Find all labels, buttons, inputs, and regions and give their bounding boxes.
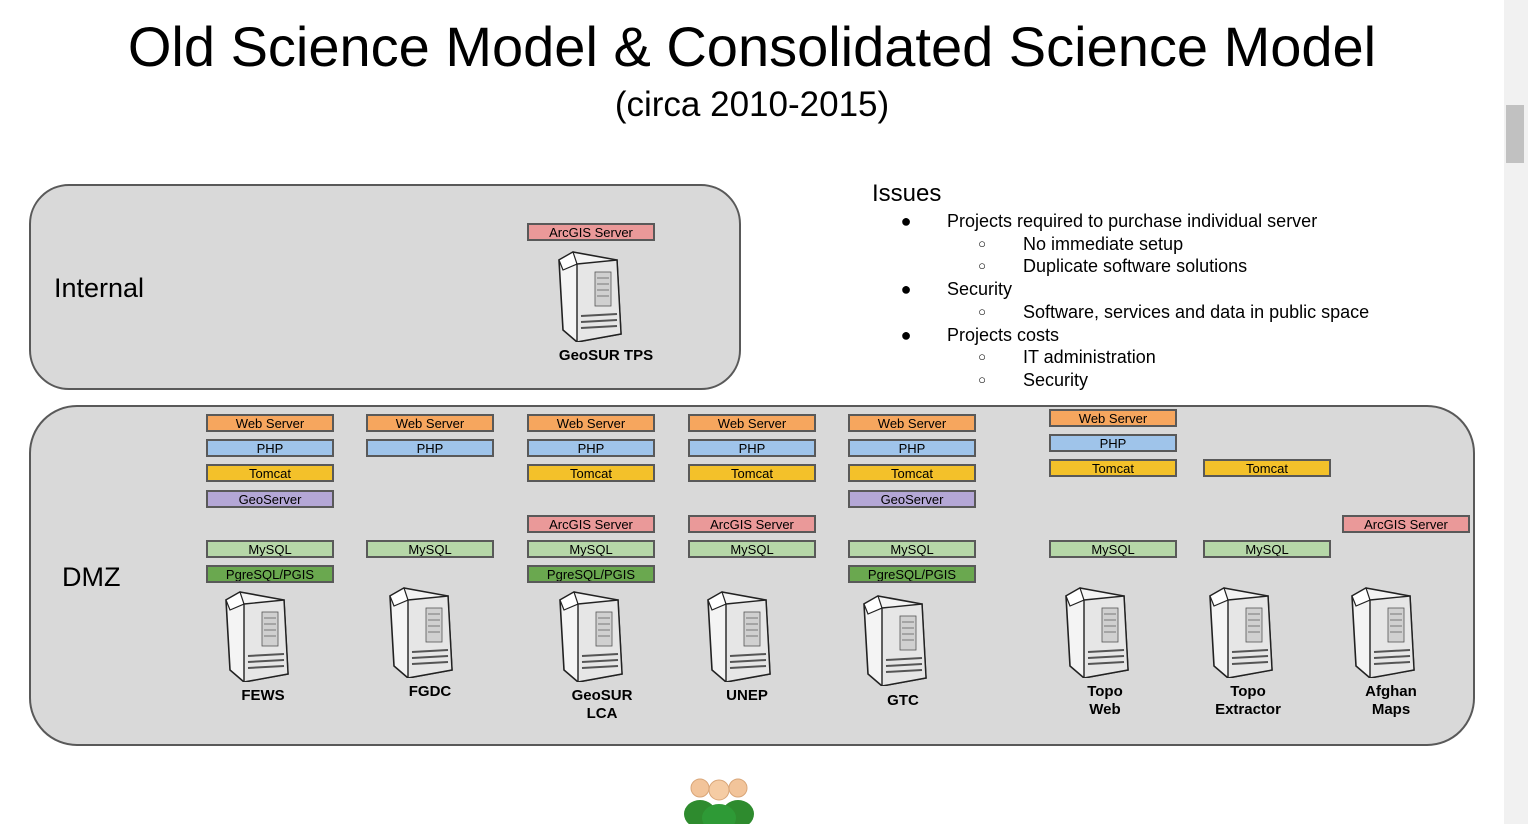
- php-tag: PHP: [1049, 434, 1177, 452]
- issues-list: Issues ● Projects required to purchase in…: [872, 180, 1472, 390]
- issue-item: Security: [1023, 369, 1089, 390]
- server-label: FEWS: [241, 687, 285, 704]
- page-title: Old Science Model & Consolidated Science…: [127, 15, 1377, 78]
- server-tower-icon: [1208, 586, 1278, 683]
- mysql-tag: MySQL: [1203, 540, 1331, 558]
- bullet-circle-icon: ○: [978, 303, 986, 319]
- scrollbar-thumb[interactable]: [1506, 105, 1524, 163]
- server-label: Topo Extractor: [1215, 683, 1281, 718]
- arcgis-server-tag: ArcGIS Server: [527, 515, 655, 533]
- pgresql-pgis-tag: PgreSQL/PGIS: [527, 565, 655, 583]
- people-group-icon: [684, 778, 754, 824]
- web-server-tag: Web Server: [527, 414, 655, 432]
- internal-zone-label: Internal: [54, 273, 145, 303]
- web-server-tag: Web Server: [848, 414, 976, 432]
- tomcat-tag: Tomcat: [688, 464, 816, 482]
- php-tag: PHP: [848, 439, 976, 457]
- server-tower-icon: [862, 594, 932, 691]
- php-tag: PHP: [688, 439, 816, 457]
- issue-item: Projects required to purchase individual…: [947, 211, 1318, 231]
- geoserver-tag: GeoServer: [848, 490, 976, 508]
- mysql-tag: MySQL: [366, 540, 494, 558]
- server-tower-icon: [1350, 586, 1420, 683]
- arcgis-server-tag: ArcGIS Server: [527, 223, 655, 241]
- php-tag: PHP: [527, 439, 655, 457]
- geoserver-tag: GeoServer: [206, 490, 334, 508]
- server-label: Afghan Maps: [1365, 683, 1417, 718]
- issue-item: Duplicate software solutions: [1023, 256, 1248, 277]
- arcgis-server-tag: ArcGIS Server: [688, 515, 816, 533]
- server-tower-icon: [388, 586, 458, 683]
- server-tower-icon: [224, 590, 294, 687]
- tomcat-tag: Tomcat: [1049, 459, 1177, 477]
- tomcat-tag: Tomcat: [1203, 459, 1331, 477]
- server-tower-icon: [706, 590, 776, 687]
- server-label: UNEP: [726, 687, 768, 704]
- php-tag: PHP: [366, 439, 494, 457]
- bullet-disc-icon: ●: [900, 324, 912, 345]
- server-label: FGDC: [408, 683, 452, 700]
- internal-zone: [29, 184, 741, 390]
- dmz-zone-label: DMZ: [62, 562, 121, 592]
- server-tower-icon: [1064, 586, 1134, 683]
- issue-item: Software, services and data in public sp…: [1023, 301, 1370, 322]
- pgresql-pgis-tag: PgreSQL/PGIS: [206, 565, 334, 583]
- issue-item: Security: [947, 279, 1013, 300]
- web-server-tag: Web Server: [366, 414, 494, 432]
- mysql-tag: MySQL: [527, 540, 655, 558]
- php-tag: PHP: [206, 439, 334, 457]
- mysql-tag: MySQL: [1049, 540, 1177, 558]
- server-tower-icon: [558, 590, 628, 687]
- bullet-circle-icon: ○: [978, 258, 986, 274]
- bullet-circle-icon: ○: [978, 371, 986, 387]
- pgresql-pgis-tag: PgreSQL/PGIS: [848, 565, 976, 583]
- issues-title: Issues: [872, 180, 942, 207]
- issue-item: No immediate setup: [1023, 233, 1184, 254]
- bullet-disc-icon: ●: [900, 279, 912, 300]
- web-server-tag: Web Server: [688, 414, 816, 432]
- mysql-tag: MySQL: [206, 540, 334, 558]
- tomcat-tag: Tomcat: [527, 464, 655, 482]
- tomcat-tag: Tomcat: [848, 464, 976, 482]
- server-label: GeoSUR TPS: [558, 347, 654, 364]
- bullet-circle-icon: ○: [978, 235, 986, 251]
- tomcat-tag: Tomcat: [206, 464, 334, 482]
- mysql-tag: MySQL: [848, 540, 976, 558]
- bullet-circle-icon: ○: [978, 349, 986, 365]
- server-tower-icon: [557, 250, 627, 347]
- mysql-tag: MySQL: [688, 540, 816, 558]
- issue-item: Projects costs: [947, 324, 1060, 345]
- arcgis-server-tag: ArcGIS Server: [1342, 515, 1470, 533]
- web-server-tag: Web Server: [206, 414, 334, 432]
- bullet-disc-icon: ●: [900, 211, 912, 231]
- web-server-tag: Web Server: [1049, 409, 1177, 427]
- server-label: GeoSUR LCA: [571, 687, 633, 722]
- issue-item: IT administration: [1023, 347, 1156, 368]
- server-label: GTC: [887, 692, 919, 709]
- page-subtitle: (circa 2010-2015): [614, 85, 890, 124]
- server-label: Topo Web: [1087, 683, 1123, 718]
